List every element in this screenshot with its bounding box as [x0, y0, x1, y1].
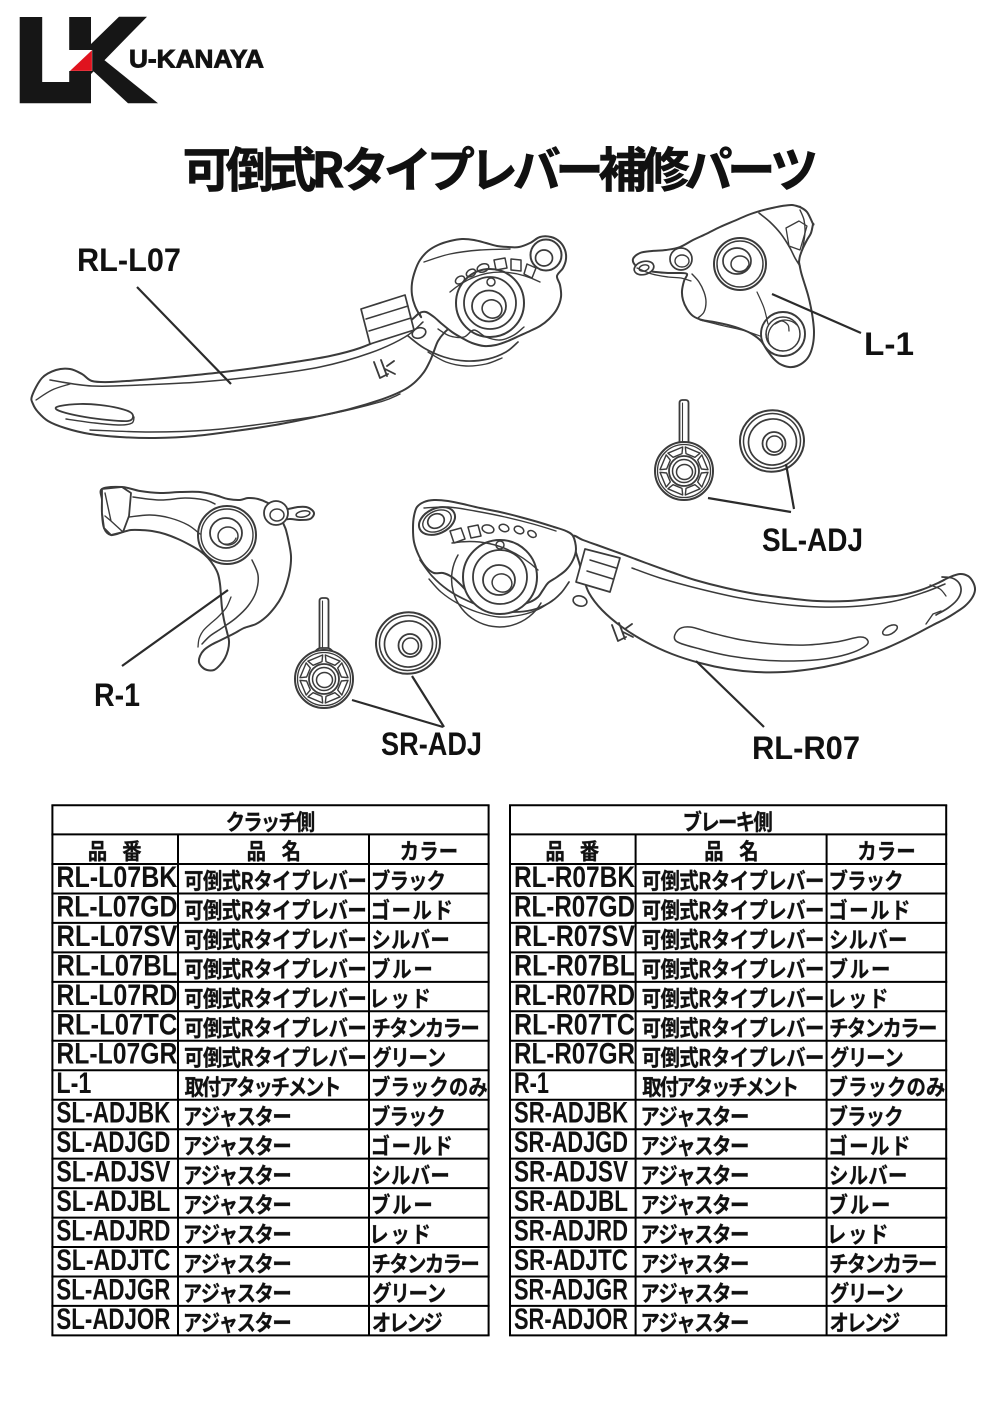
svg-text:SL-ADJBK: SL-ADJBK	[56, 1097, 170, 1130]
svg-text:U-KANAYA: U-KANAYA	[129, 46, 264, 74]
svg-text:RL-R07: RL-R07	[752, 730, 860, 766]
svg-text:SR-ADJBK: SR-ADJBK	[514, 1097, 628, 1130]
svg-text:SL-ADJSV: SL-ADJSV	[56, 1156, 170, 1189]
svg-text:SR-ADJTC: SR-ADJTC	[514, 1244, 628, 1277]
svg-text:SR-ADJOR: SR-ADJOR	[514, 1303, 628, 1336]
svg-text:SL-ADJTC: SL-ADJTC	[56, 1244, 170, 1277]
svg-text:RL-L07SV: RL-L07SV	[56, 920, 177, 953]
svg-text:SR-ADJGR: SR-ADJGR	[514, 1273, 628, 1306]
svg-text:RL-L07BK: RL-L07BK	[56, 861, 177, 894]
svg-text:RL-L07TC: RL-L07TC	[56, 1008, 177, 1041]
svg-text:RL-R07BL: RL-R07BL	[514, 949, 635, 982]
svg-text:SR-ADJ: SR-ADJ	[381, 726, 482, 762]
svg-text:SL-ADJRD: SL-ADJRD	[56, 1215, 170, 1248]
svg-text:RL-L07RD: RL-L07RD	[56, 979, 177, 1012]
svg-text:SL-ADJGR: SL-ADJGR	[56, 1273, 170, 1306]
svg-text:L-1: L-1	[864, 326, 914, 362]
svg-text:RL-R07RD: RL-R07RD	[514, 979, 635, 1012]
svg-text:SL-ADJ: SL-ADJ	[762, 522, 863, 558]
svg-text:RL-R07GR: RL-R07GR	[514, 1038, 635, 1071]
svg-text:SL-ADJBL: SL-ADJBL	[56, 1185, 170, 1218]
svg-text:RL-L07: RL-L07	[77, 242, 181, 278]
svg-text:RL-R07TC: RL-R07TC	[514, 1008, 635, 1041]
svg-text:RL-R07GD: RL-R07GD	[514, 890, 635, 923]
svg-text:RL-R07BK: RL-R07BK	[514, 861, 635, 894]
svg-text:SR-ADJBL: SR-ADJBL	[514, 1185, 628, 1218]
svg-text:RL-L07BL: RL-L07BL	[56, 949, 177, 982]
svg-text:SL-ADJOR: SL-ADJOR	[56, 1303, 170, 1336]
svg-text:SR-ADJSV: SR-ADJSV	[514, 1156, 628, 1189]
svg-text:SR-ADJGD: SR-ADJGD	[514, 1126, 628, 1159]
svg-text:RL-L07GR: RL-L07GR	[56, 1038, 177, 1071]
svg-text:SL-ADJGD: SL-ADJGD	[56, 1126, 170, 1159]
svg-text:RL-R07SV: RL-R07SV	[514, 920, 635, 953]
svg-text:R-1: R-1	[94, 677, 140, 713]
svg-text:SR-ADJRD: SR-ADJRD	[514, 1215, 628, 1248]
svg-text:L-1: L-1	[56, 1067, 91, 1100]
svg-text:RL-L07GD: RL-L07GD	[56, 890, 177, 923]
svg-text:R-1: R-1	[514, 1067, 549, 1100]
